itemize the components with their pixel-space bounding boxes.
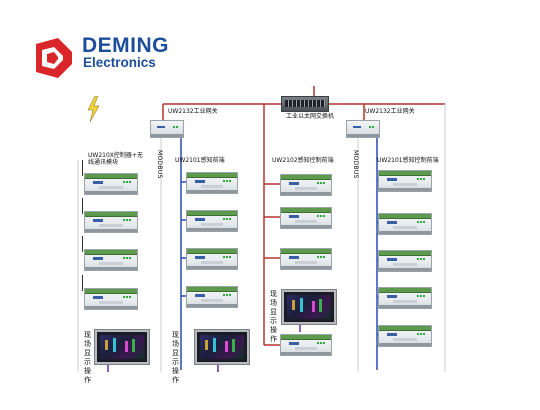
plc-module-icon	[280, 248, 332, 270]
touch-panel-icon	[195, 330, 249, 364]
modbus-label-right: MODBUS	[352, 150, 359, 179]
plc-module-icon	[378, 213, 432, 235]
onsite-ops-label-1: 现场显示操作	[84, 331, 91, 384]
plc-module-icon	[186, 172, 238, 194]
gateway-label-left: UW2132工业网关	[168, 108, 218, 115]
antenna-icon	[82, 275, 83, 291]
wireless-controller-module	[84, 288, 138, 310]
brand-subtitle: Electronics	[83, 55, 156, 70]
switch-label: 工业以太网交换机	[286, 113, 335, 120]
wireless-controller-module	[84, 211, 138, 233]
wireless-controller-label: UW210X控制器+无线通讯模块	[88, 152, 143, 166]
touch-panel-icon	[95, 330, 149, 364]
plc-module-icon	[378, 170, 432, 192]
wireless-controller-module	[84, 173, 138, 195]
brand-name: DEMING	[82, 34, 169, 57]
ethernet-switch	[281, 96, 329, 112]
gateway-label-right: UW2132工业网关	[365, 108, 415, 115]
deming-logo-icon	[36, 38, 72, 78]
plc-module-icon	[378, 250, 432, 272]
sensing-frontend-label-right: UW2101感知控制前端	[377, 157, 439, 164]
antenna-icon	[82, 160, 83, 176]
antenna-icon	[82, 236, 83, 252]
antenna-icon	[82, 198, 83, 214]
onsite-ops-label-2: 现场显示操作	[172, 331, 179, 384]
touch-panel-icon	[282, 290, 336, 324]
plc-module-icon	[186, 210, 238, 232]
lightning-icon	[87, 96, 100, 122]
plc-module-icon	[186, 248, 238, 270]
sensing-frontend-label-left: UW2101感知前端	[175, 157, 225, 164]
wireless-controller-module	[84, 249, 138, 271]
gateway-right	[346, 120, 380, 138]
onsite-ops-label-3: 现场显示操作	[270, 290, 277, 343]
plc-module-icon	[280, 207, 332, 229]
plc-module-icon	[378, 325, 432, 347]
plc-module-icon	[280, 174, 332, 196]
control-frontend-label: UW2102感知控制前端	[272, 157, 334, 164]
gateway-left	[150, 120, 184, 138]
plc-module-icon	[378, 287, 432, 309]
plc-module-icon	[186, 286, 238, 308]
plc-module-icon	[280, 334, 332, 356]
modbus-label-left: MODBUS	[156, 150, 163, 179]
